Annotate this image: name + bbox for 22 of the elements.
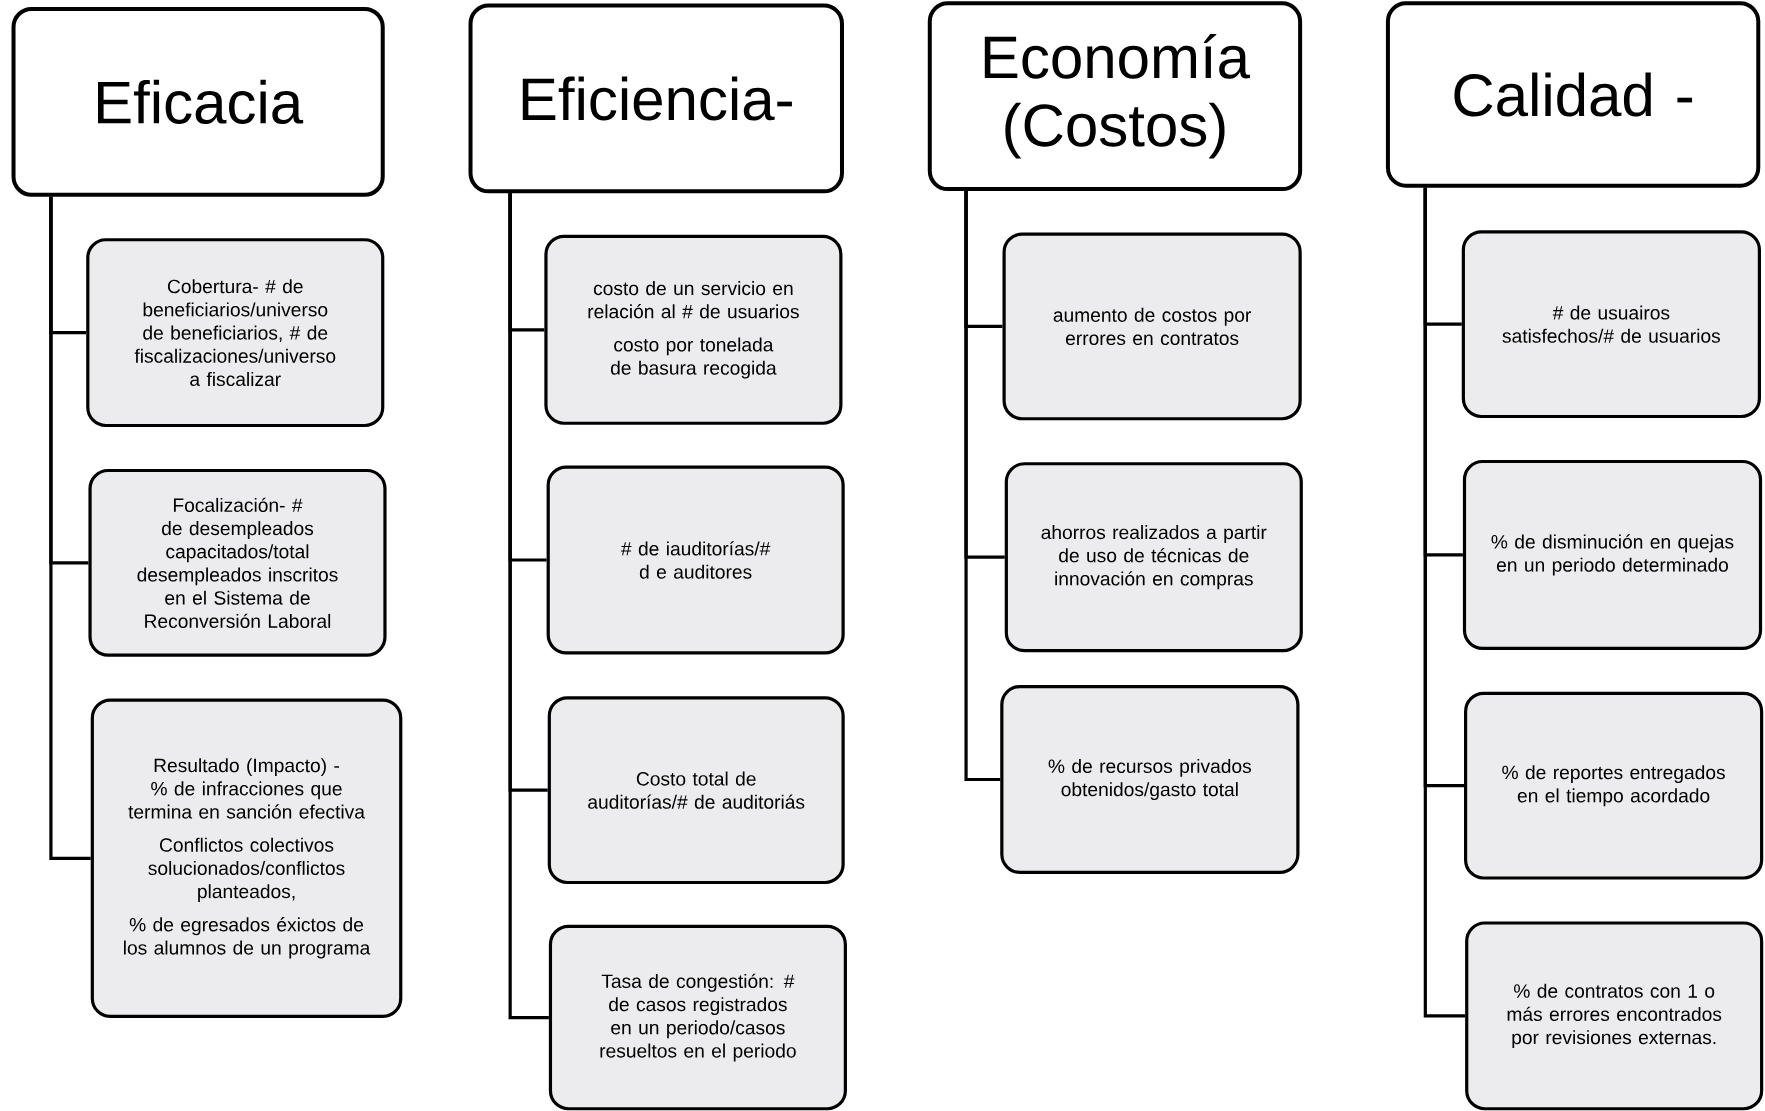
- connector-line: [964, 191, 1001, 782]
- indicator-box: Tasa de congestión: # de casos registrados en un periodo/casos resueltos en el periodo: [548, 924, 847, 1111]
- indicator-box: Cobertura- # de beneficiarios/universo de beneficiarios, # de fiscalizaciones/universo a fiscalizar: [86, 238, 385, 428]
- indicator-box: Focalización- # de desempleados capacitados/total desempleados inscritos en el Sistema de Reconversión Laboral: [88, 468, 387, 657]
- indicator-box: # de usuairos satisfechos/# de usuarios: [1461, 230, 1761, 419]
- indicator-box: ahorros realizados a partir de uso de técnicas de innovación en compras: [1004, 462, 1303, 653]
- category-box: Eficiencia-: [468, 3, 844, 194]
- indicator-box: % de recursos privados obtenidos/gasto total: [1000, 685, 1300, 874]
- indicator-box: % de reportes entregados en el tiempo acordado: [1464, 691, 1764, 880]
- connector-line: [508, 193, 549, 1020]
- category-box: Eficacia: [11, 7, 385, 197]
- indicator-box: % de contratos con 1 o más errores encontrados por revisiones externas.: [1465, 921, 1764, 1111]
- category-box: Economía (Costos): [927, 1, 1303, 192]
- indicator-box: % de disminución en quejas en un periodo determinado: [1462, 459, 1763, 650]
- indicator-box: costo de un servicio en relación al # de usuarios costo por tonelada de basura recogida: [544, 234, 843, 425]
- indicator-box: Costo total de auditorías/# de auditoriás: [547, 696, 845, 885]
- connector-line: [1423, 187, 1466, 1018]
- indicator-box: # de iauditorías/# d e auditores: [546, 465, 845, 655]
- indicator-box: aumento de costos por errores en contratos: [1002, 232, 1302, 421]
- connector-line: [49, 196, 91, 860]
- indicator-box: Resultado (Impacto) -% de infracciones que termina en sanción efectiva Conflictos colectivos solucionados/conflictos planteados, % de egresados éxictos de los alumnos de un programa: [90, 698, 403, 1019]
- category-box: Calidad -: [1385, 1, 1761, 188]
